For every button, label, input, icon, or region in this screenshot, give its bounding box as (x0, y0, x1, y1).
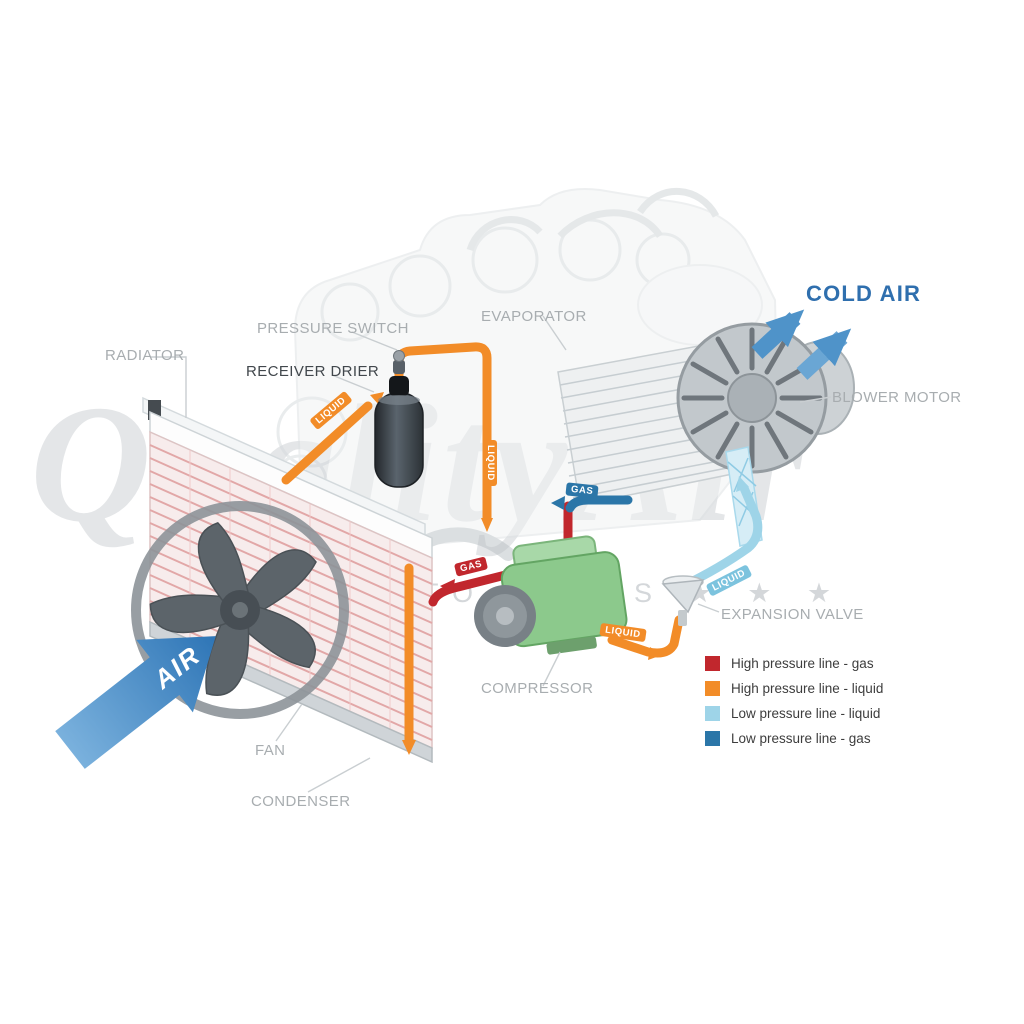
leader-lines (150, 315, 832, 793)
compressor-label: COMPRESSOR (481, 680, 594, 697)
air-flow-arrow (55, 636, 216, 769)
legend-swatch-high-pressure-gas (705, 656, 720, 671)
evaporator-label: EVAPORATOR (481, 308, 587, 325)
flow-label-liquid-down: LIQUID (484, 440, 497, 486)
legend-item-high-pressure-gas: High pressure line - gas (705, 656, 883, 671)
expansion-valve-label: EXPANSION VALVE (721, 606, 864, 623)
receiver-drier-label: RECEIVER DRIER (246, 363, 380, 380)
legend-swatch-low-pressure-gas (705, 731, 720, 746)
compressor-pulley (474, 585, 536, 647)
legend-item-high-pressure-liquid: High pressure line - liquid (705, 681, 883, 696)
condenser-label: CONDENSER (251, 793, 351, 810)
legend-label: Low pressure line - gas (731, 731, 871, 746)
receiver-drier (374, 376, 424, 488)
legend-swatch-low-pressure-liquid (705, 706, 720, 721)
low-pressure-liquid-line (678, 446, 763, 591)
low-pressure-gas-line (551, 495, 633, 513)
pressure-switch-part (393, 350, 405, 374)
legend-label: Low pressure line - liquid (731, 706, 881, 721)
cold-air-label: COLD AIR (806, 281, 922, 306)
radiator-label: RADIATOR (105, 347, 185, 364)
legend-item-low-pressure-liquid: Low pressure line - liquid (705, 706, 883, 721)
legend-item-low-pressure-gas: Low pressure line - gas (705, 731, 883, 746)
fan-label: FAN (255, 742, 286, 759)
fan (131, 501, 349, 719)
legend-label: High pressure line - liquid (731, 681, 884, 696)
expansion-valve (661, 575, 705, 626)
legend-label: High pressure line - gas (731, 656, 874, 671)
pressure-switch-label: PRESSURE SWITCH (257, 320, 409, 337)
legend-swatch-high-pressure-liquid (705, 681, 720, 696)
legend: High pressure line - gas High pressure l… (705, 656, 883, 746)
cold-air-arrows (751, 309, 852, 380)
blower-motor-label: BLOWER MOTOR (832, 389, 962, 406)
